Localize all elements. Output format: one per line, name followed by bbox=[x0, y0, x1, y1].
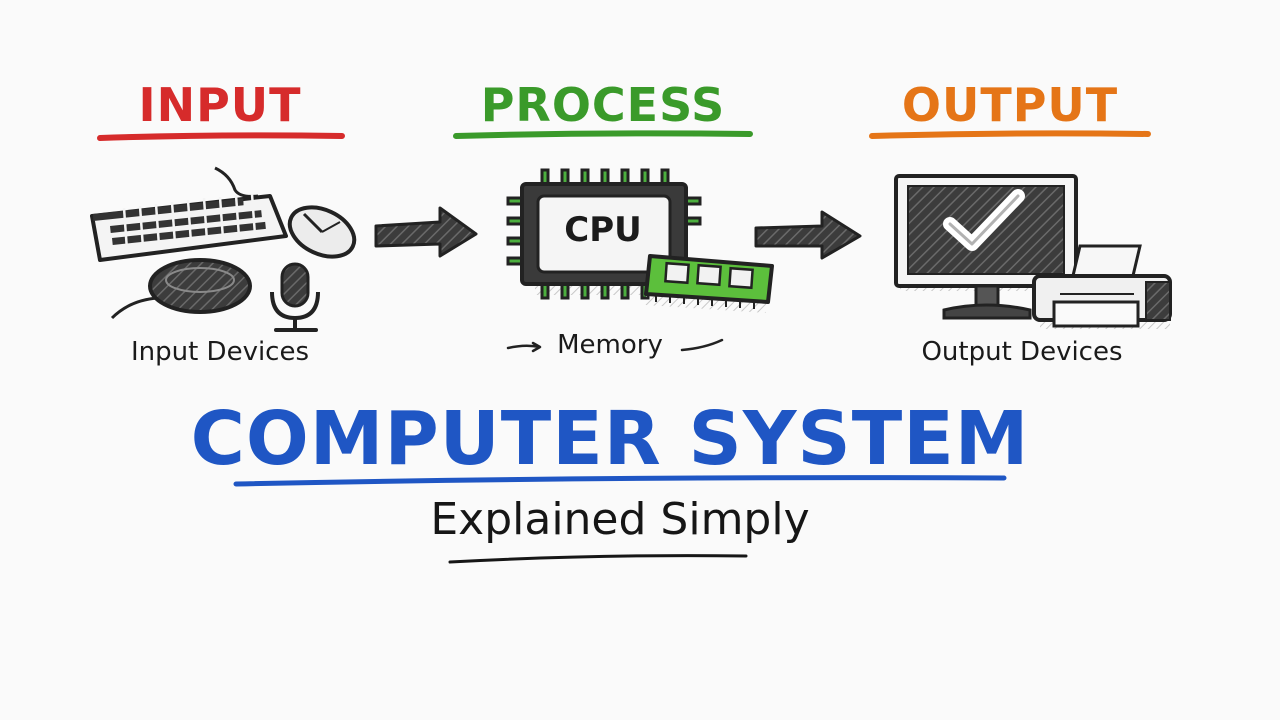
subtitle-underline bbox=[448, 554, 748, 564]
title-underline bbox=[233, 475, 1007, 487]
printer-icon bbox=[1032, 244, 1172, 329]
arrow-input-to-process bbox=[374, 206, 478, 258]
memory-stick-icon bbox=[644, 254, 774, 313]
output-devices-caption: Output Devices bbox=[921, 337, 1123, 367]
second-mouse-icon bbox=[110, 258, 252, 320]
monitor-checkmark-icon bbox=[894, 174, 1078, 320]
output-heading: OUTPUT bbox=[901, 78, 1119, 132]
output-heading-underline bbox=[869, 130, 1151, 139]
process-heading-underline bbox=[453, 130, 753, 139]
arrow-process-to-output bbox=[754, 210, 862, 260]
main-title: COMPUTER SYSTEM bbox=[190, 396, 1030, 482]
process-heading: PROCESS bbox=[480, 78, 726, 132]
input-heading: INPUT bbox=[138, 78, 302, 132]
subtitle: Explained Simply bbox=[430, 494, 810, 545]
memory-caption-dashes bbox=[506, 338, 724, 353]
keyboard-icon bbox=[90, 166, 288, 262]
memory-caption: Memory bbox=[557, 330, 663, 360]
microphone-icon bbox=[270, 262, 320, 332]
cpu-label: CPU bbox=[564, 210, 642, 250]
mouse-icon bbox=[287, 205, 357, 259]
input-heading-underline bbox=[97, 132, 345, 141]
input-devices-caption: Input Devices bbox=[130, 337, 310, 367]
